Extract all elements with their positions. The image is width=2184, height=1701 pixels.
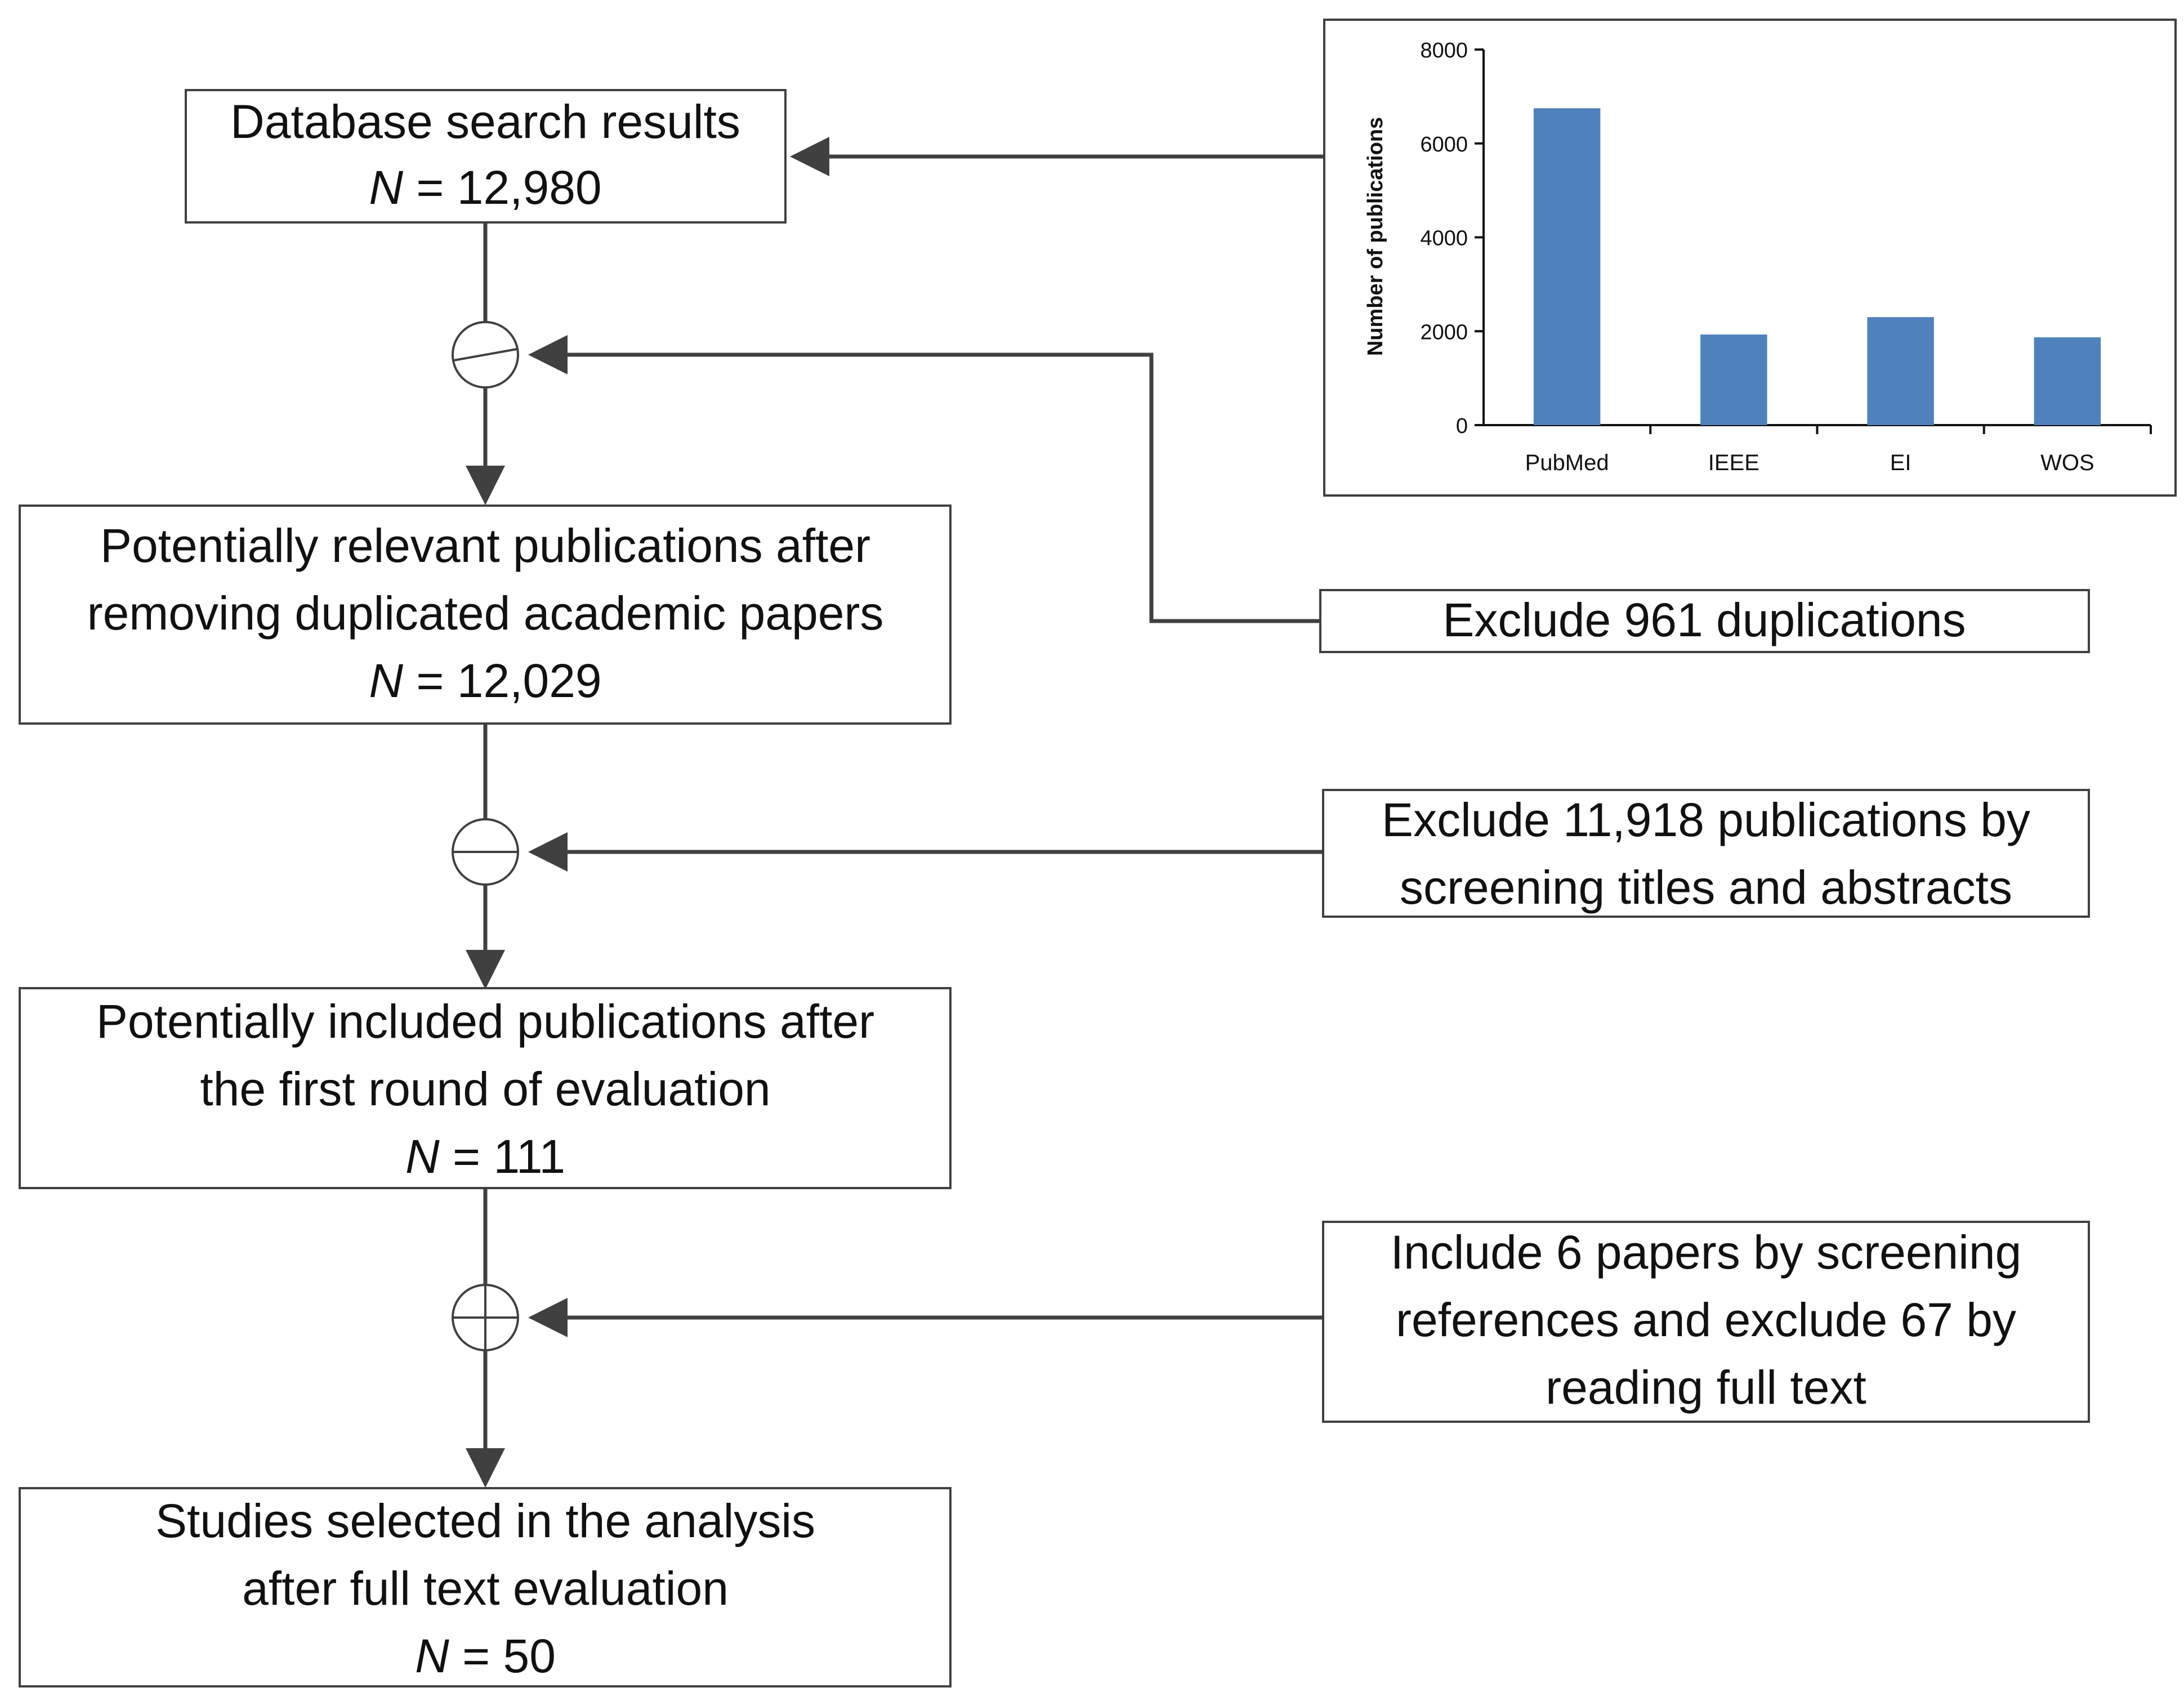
filter-node-2 [452,818,519,886]
y-tick-label: 4000 [1420,227,1468,251]
box-line: reading full text [1546,1361,1866,1414]
exclude-duplicates-box: Exclude 961 duplications [1319,589,2090,653]
n-value: = 12,980 [403,161,602,214]
database-search-box: Database search results N = 12,980 [185,89,787,224]
box-line: Studies selected in the analysis [155,1494,815,1547]
n-symbol: N [405,1130,440,1183]
y-tick-label: 6000 [1420,133,1468,157]
bar-pubmed [1533,108,1601,425]
box-line: references and exclude 67 by [1396,1293,2016,1346]
after-duplicates-box: Potentially relevant publications after … [19,505,952,725]
box-line: removing duplicated academic papers [87,587,884,640]
n-value: = 12,029 [403,654,602,707]
box-line: the first round of evaluation [200,1062,770,1115]
bar-wos [2034,337,2101,425]
filter-node-3 [452,1284,519,1351]
x-tick-label: PubMed [1525,450,1609,475]
box-count: N = 12,029 [369,654,601,707]
box-line: Include 6 papers by screening [1391,1226,2022,1279]
box-line: Exclude 961 duplications [1442,593,1966,646]
n-value: = 111 [440,1130,565,1183]
box-line: Database search results [230,95,740,148]
selected-studies-box: Studies selected in the analysis after f… [19,1487,952,1687]
box-count: N = 111 [405,1130,565,1183]
connectors [466,137,1323,1488]
bar-ei [1867,317,1934,425]
x-tick-label: WOS [2040,450,2094,475]
box-line: Potentially included publications after [96,995,874,1048]
x-tick-label: EI [1890,450,1911,475]
exclude-screening-box: Exclude 11,918 publications by screening… [1322,789,2090,918]
box-line: Exclude 11,918 publications by [1382,793,2030,846]
arrow-duplicates-to-filter1 [528,335,1320,623]
box-count: N = 12,980 [369,161,601,214]
n-symbol: N [369,654,403,707]
x-tick-label: IEEE [1708,450,1759,475]
after-first-round-box: Potentially included publications after … [19,987,952,1189]
box-line: Potentially relevant publications after [100,519,870,572]
chart-bars [1533,108,2101,425]
n-symbol: N [369,161,403,214]
box-count: N = 50 [415,1629,556,1682]
include-references-box: Include 6 papers by screening references… [1322,1221,2090,1423]
n-symbol: N [415,1629,449,1682]
bar-ieee [1700,334,1767,425]
y-tick-label: 8000 [1420,39,1468,62]
y-tick-label: 0 [1456,414,1468,438]
n-value: = 50 [449,1629,556,1682]
y-axis-label: Number of publications [1364,117,1387,356]
circle-minus-line [453,348,517,361]
y-tick-label: 2000 [1420,320,1468,344]
box-line: screening titles and abstracts [1400,861,2012,914]
filter-node-1 [452,321,519,389]
box-line: after full text evaluation [242,1562,729,1615]
